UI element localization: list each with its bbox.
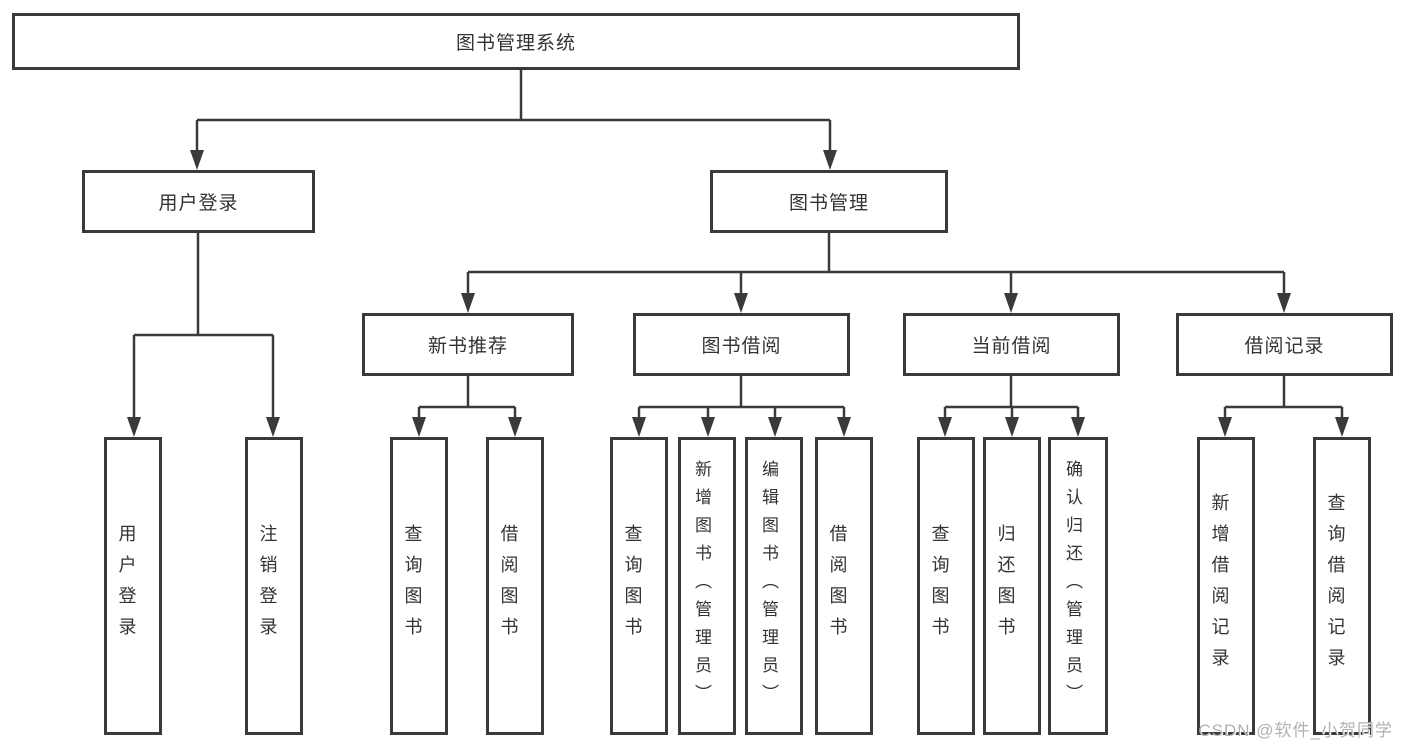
node-new-book-recommend: 新书推荐 xyxy=(362,313,574,376)
leaf-label: 归还图书 xyxy=(995,524,1016,648)
node-book-management: 图书管理 xyxy=(710,170,948,233)
node-borrow-records: 借阅记录 xyxy=(1176,313,1393,376)
leaf-edit-book-admin: 编辑图书（管理员） xyxy=(745,437,803,735)
node-root-library-system: 图书管理系统 xyxy=(12,13,1020,70)
csdn-watermark: CSDN @软件_小贺同学 xyxy=(1198,721,1393,740)
leaf-label: 借阅图书 xyxy=(498,524,519,648)
leaf-label: 查询借阅记录 xyxy=(1325,493,1346,679)
leaf-confirm-return-admin: 确认归还（管理员） xyxy=(1048,437,1108,735)
leaf-add-book-admin: 新增图书（管理员） xyxy=(678,437,736,735)
leaf-label: 确认归还（管理员） xyxy=(1063,460,1082,712)
leaf-add-borrow-record: 新增借阅记录 xyxy=(1197,437,1255,735)
leaf-label: 新增图书（管理员） xyxy=(692,460,711,712)
leaf-label: 用户登录 xyxy=(116,524,137,648)
leaf-query-book-recommend: 查询图书 xyxy=(390,437,448,735)
leaf-borrow-book-recommend: 借阅图书 xyxy=(486,437,544,735)
node-current-borrow: 当前借阅 xyxy=(903,313,1120,376)
leaf-query-borrow-record: 查询借阅记录 xyxy=(1313,437,1371,735)
node-book-borrow: 图书借阅 xyxy=(633,313,850,376)
node-user-login: 用户登录 xyxy=(82,170,315,233)
leaf-label: 借阅图书 xyxy=(827,524,848,648)
leaf-return-book: 归还图书 xyxy=(983,437,1041,735)
leaf-logout: 注销登录 xyxy=(245,437,303,735)
leaf-borrow-book: 借阅图书 xyxy=(815,437,873,735)
leaf-label: 编辑图书（管理员） xyxy=(759,460,778,712)
leaf-label: 注销登录 xyxy=(257,524,278,648)
leaf-query-book-current: 查询图书 xyxy=(917,437,975,735)
leaf-label: 新增借阅记录 xyxy=(1209,493,1230,679)
leaf-query-book-borrow: 查询图书 xyxy=(610,437,668,735)
leaf-label: 查询图书 xyxy=(929,524,950,648)
leaf-user-login: 用户登录 xyxy=(104,437,162,735)
leaf-label: 查询图书 xyxy=(402,524,423,648)
leaf-label: 查询图书 xyxy=(622,524,643,648)
